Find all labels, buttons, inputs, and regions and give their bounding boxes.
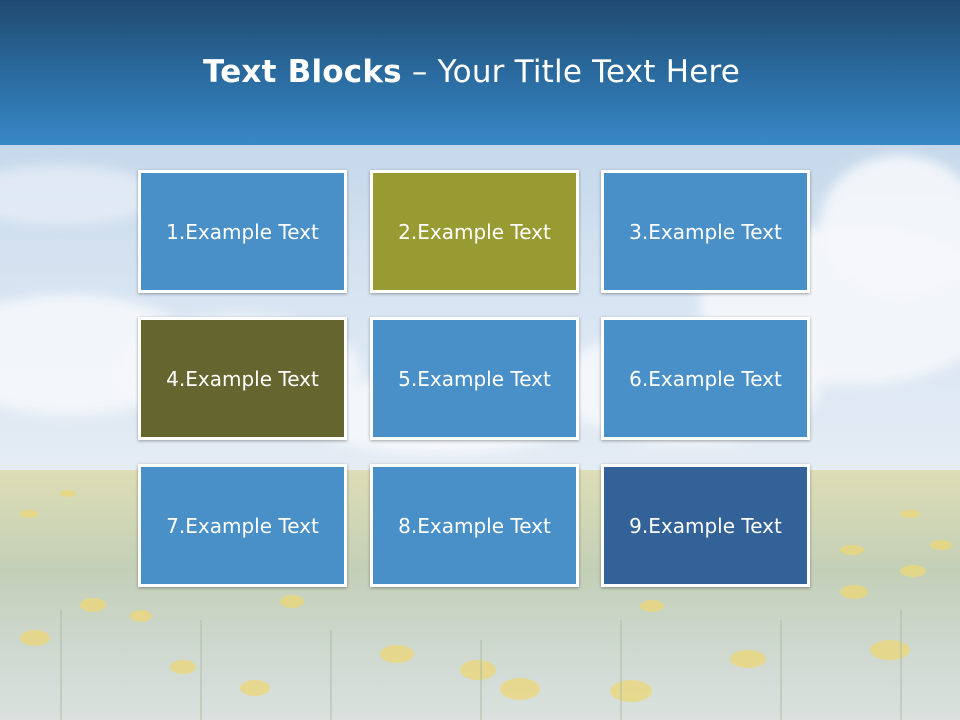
text-block-9[interactable]: 9.Example Text [601,464,810,587]
text-block-5[interactable]: 5.Example Text [370,317,579,440]
title-bold-text: Text Blocks [202,54,402,90]
text-block-label: 9.Example Text [629,513,782,538]
text-block-label: 8.Example Text [398,513,551,538]
title-rest-text: Your Title Text Here [437,54,741,90]
text-block-label: 1.Example Text [166,219,319,244]
text-block-2[interactable]: 2.Example Text [370,170,579,293]
text-block-label: 2.Example Text [398,219,551,244]
text-block-label: 4.Example Text [166,366,319,391]
text-block-label: 3.Example Text [629,219,782,244]
text-block-1[interactable]: 1.Example Text [138,170,347,293]
header-bar: Text Blocks – Your Title Text Here [0,0,960,145]
text-block-label: 6.Example Text [629,366,782,391]
title-separator: – [401,54,438,90]
text-block-label: 7.Example Text [166,513,319,538]
text-block-8[interactable]: 8.Example Text [370,464,579,587]
text-block-6[interactable]: 6.Example Text [601,317,810,440]
text-block-4[interactable]: 4.Example Text [138,317,347,440]
text-block-label: 5.Example Text [398,366,551,391]
text-block-3[interactable]: 3.Example Text [601,170,810,293]
text-block-7[interactable]: 7.Example Text [138,464,347,587]
page-title: Text Blocks – Your Title Text Here [0,54,943,90]
